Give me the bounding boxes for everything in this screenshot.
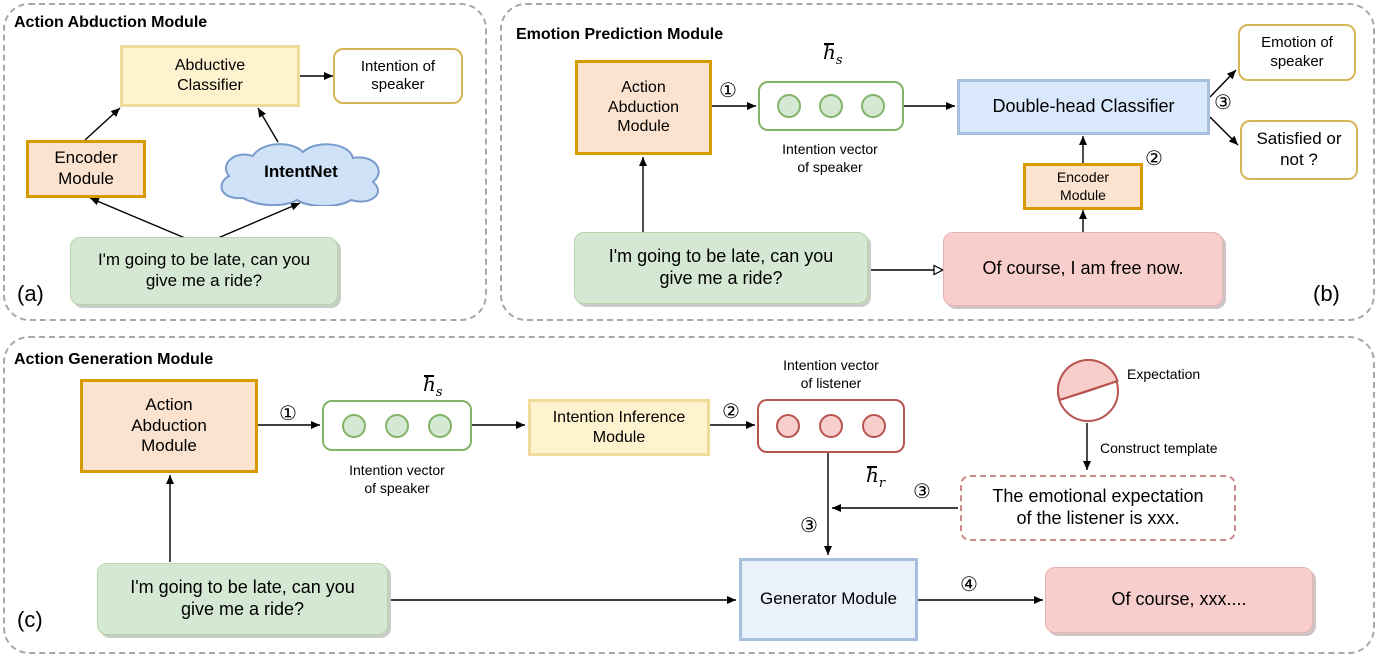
- panel-b-step-1: ①: [719, 80, 737, 102]
- panel-c-action-abduction-module: Action Abduction Module: [80, 379, 258, 473]
- panel-c-h-s-symbol: hs: [423, 372, 443, 400]
- panel-c-step-4: ④: [960, 574, 978, 596]
- panel-b-h-s-symbol: hs: [823, 40, 843, 68]
- vector-cell: [776, 414, 801, 438]
- emotional-expectation-template: The emotional expectation of the listene…: [960, 475, 1236, 541]
- panel-b-step-3: ③: [1214, 92, 1232, 114]
- vector-cell: [428, 413, 453, 438]
- construct-template-label: Construct template: [1100, 440, 1218, 456]
- panel-c-step-1: ①: [279, 403, 297, 425]
- panel-b-response-utterance: Of course, I am free now.: [943, 232, 1223, 306]
- panel-b-step-2: ②: [1145, 148, 1163, 170]
- panel-b-speaker-intention-vector: [758, 81, 904, 131]
- vector-cell: [777, 94, 801, 118]
- panel-b-input-utterance: I'm going to be late, can you give me a …: [574, 232, 868, 304]
- abductive-classifier-box: Abductive Classifier: [120, 45, 300, 107]
- vector-cell: [861, 94, 885, 118]
- expectation-pie-icon: [1056, 359, 1119, 422]
- vector-cell: [819, 94, 843, 118]
- vector-cell: [861, 414, 886, 438]
- expectation-label: Expectation: [1127, 366, 1201, 382]
- double-head-classifier-box: Double-head Classifier: [957, 79, 1210, 135]
- panel-a-title: Action Abduction Module: [14, 14, 208, 31]
- intention-inference-module-box: Intention Inference Module: [528, 399, 710, 456]
- panel-a-frame: [3, 3, 487, 321]
- panel-c-output-utterance: Of course, xxx....: [1045, 567, 1313, 633]
- panel-b-title: Emotion Prediction Module: [516, 26, 724, 43]
- arrow-a-input-to-encoder: [89, 197, 186, 239]
- emotion-of-speaker-box: Emotion of speaker: [1238, 24, 1356, 81]
- panel-a-letter: (a): [17, 281, 44, 306]
- panel-c-listener-intention-vector: [757, 399, 905, 453]
- arrow-a-encoder-to-classifier: [84, 107, 121, 141]
- panel-a-input-utterance: I'm going to be late, can you give me a …: [70, 237, 338, 305]
- panel-b-vector-label: Intention vector of speaker: [782, 141, 878, 175]
- panel-c-step-2: ②: [722, 401, 740, 423]
- panel-c-speaker-vector-label: Intention vector of speaker: [349, 462, 445, 496]
- satisfied-or-not-box: Satisfied or not ?: [1240, 120, 1358, 180]
- panel-b-frame: [500, 3, 1375, 321]
- arrow-a-intentnet-to-classifier: [257, 107, 279, 143]
- panel-c-input-utterance: I'm going to be late, can you give me a …: [97, 563, 388, 635]
- intentnet-cloud-icon: [220, 143, 380, 206]
- vector-cell: [384, 413, 409, 438]
- intentnet-label: IntentNet: [264, 162, 338, 181]
- panel-c-letter: (c): [17, 607, 43, 632]
- encoder-module-box: Encoder Module: [26, 140, 146, 198]
- panel-c-listener-vector-label: Intention vector of listener: [783, 357, 879, 391]
- panel-c-step-3a: ③: [913, 481, 931, 503]
- panel-b-encoder-module: Encoder Module: [1023, 163, 1143, 210]
- panel-c-step-3b: ③: [800, 515, 818, 537]
- panel-c-frame: [3, 336, 1375, 654]
- intention-of-speaker-box: Intention of speaker: [333, 48, 463, 104]
- panel-b-letter: (b): [1313, 281, 1340, 306]
- vector-cell: [341, 413, 366, 438]
- vector-cell: [818, 414, 843, 438]
- generator-module-box: Generator Module: [739, 558, 918, 641]
- arrow-a-input-to-intentnet: [217, 202, 301, 239]
- panel-c-speaker-intention-vector: [322, 400, 472, 451]
- panel-c-h-r-symbol: hr: [866, 463, 886, 491]
- panel-c-title: Action Generation Module: [14, 351, 214, 368]
- arrow-b-classifier-to-satisfied: [1209, 116, 1239, 146]
- panel-b-action-abduction-module: Action Abduction Module: [575, 60, 712, 155]
- arrow-b-classifier-to-emotion: [1209, 69, 1237, 98]
